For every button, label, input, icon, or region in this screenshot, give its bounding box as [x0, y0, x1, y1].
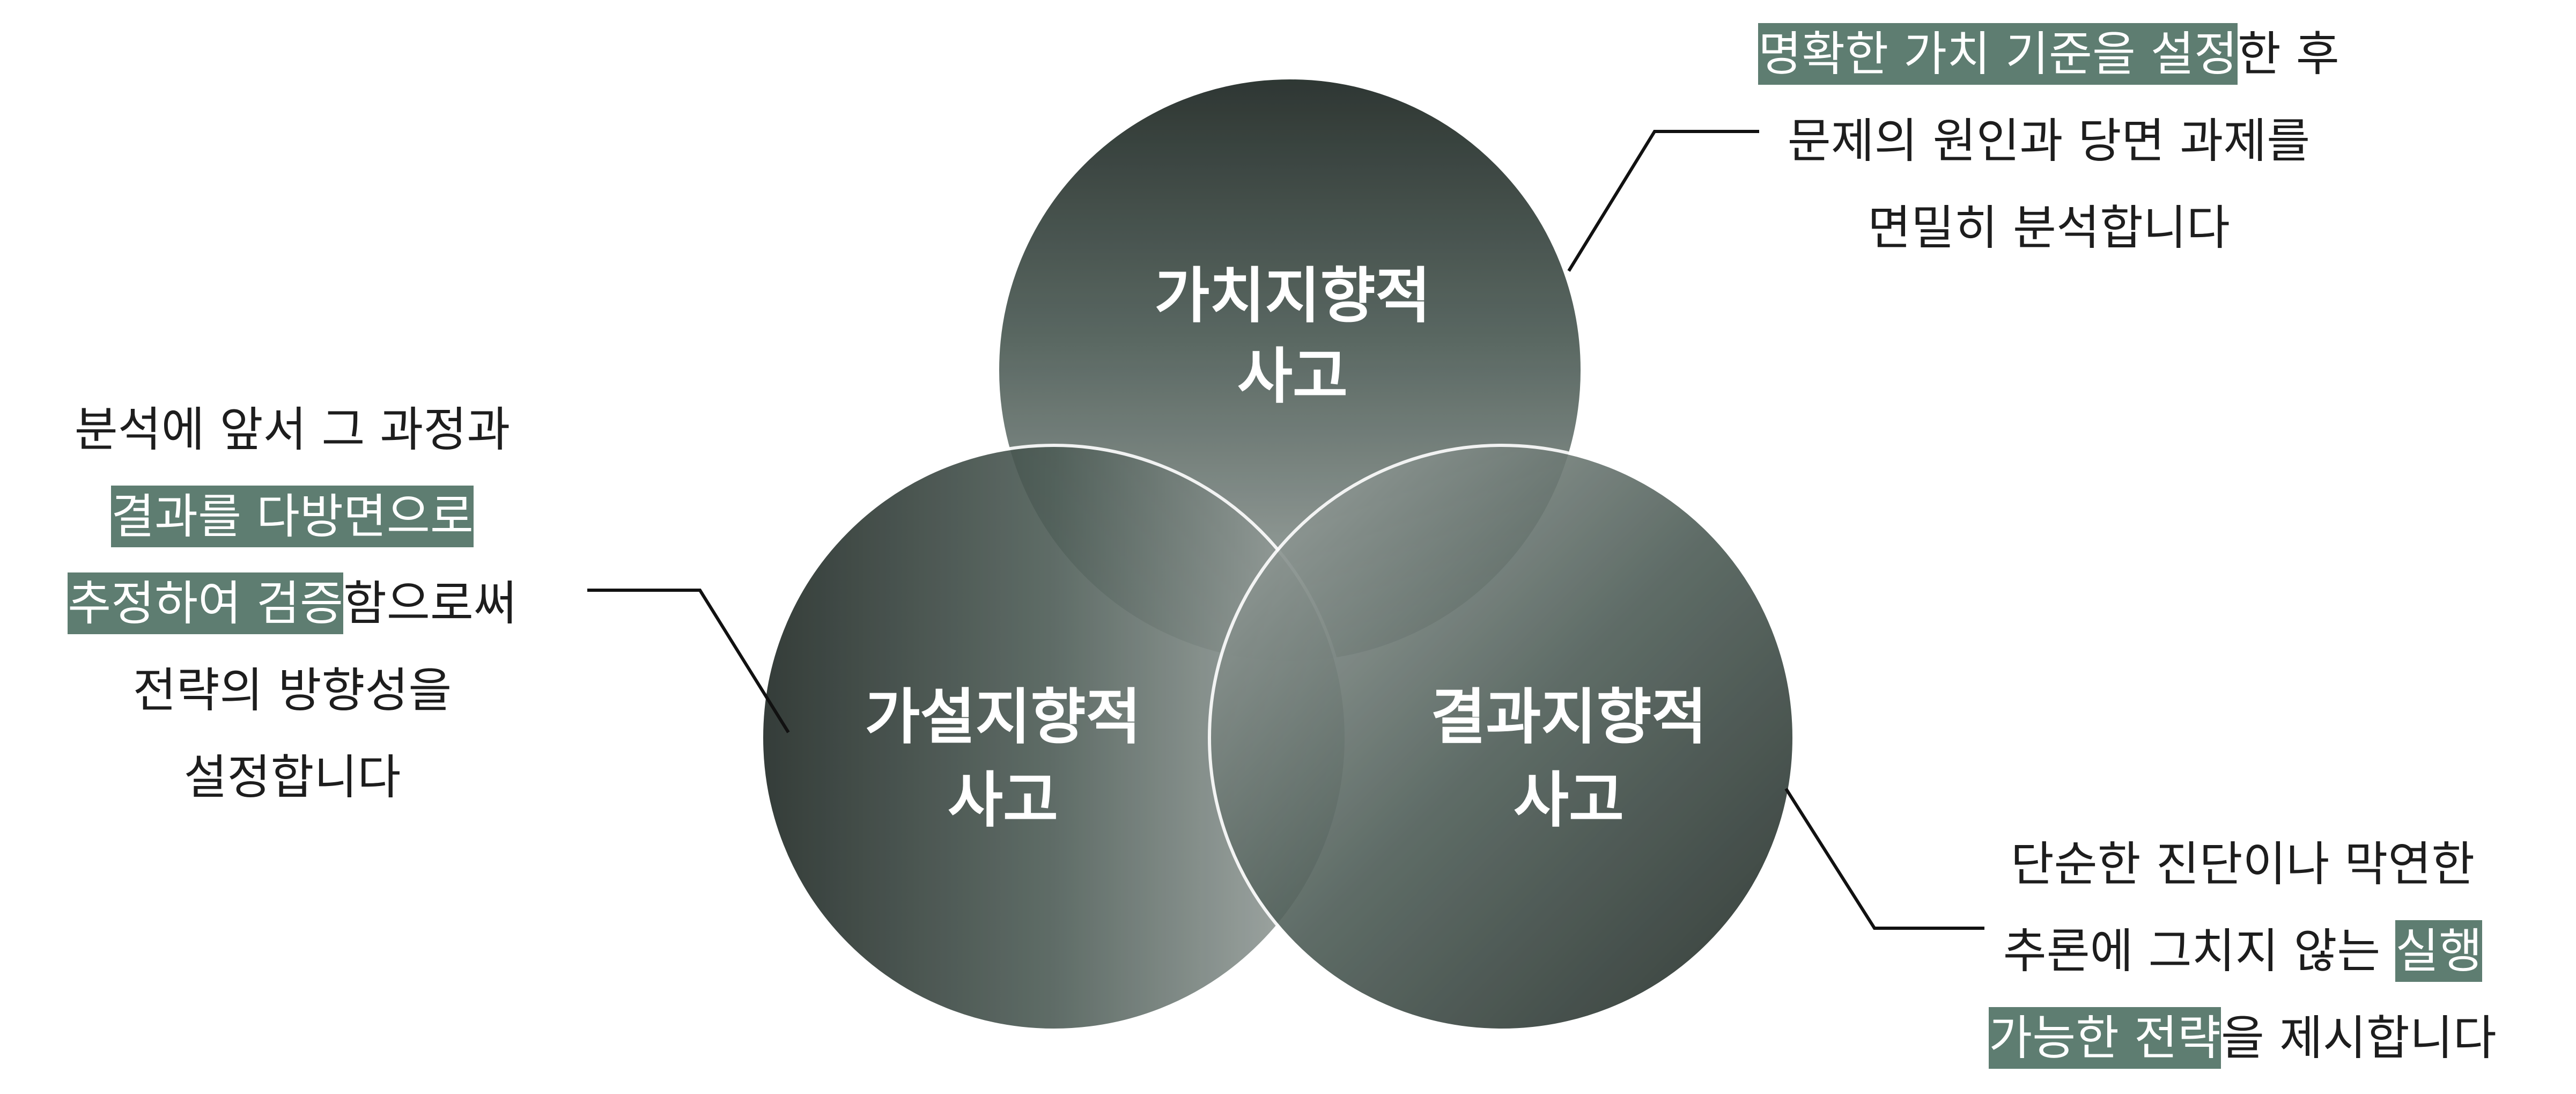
leader-line-bottom-right	[1784, 788, 1984, 930]
text: 추론에 그치지 않는	[2003, 923, 2396, 979]
note-result-oriented-line-2: 추론에 그치지 않는 실행	[1909, 908, 2576, 995]
text: 을 제시합니다	[2221, 1010, 2497, 1066]
circle-value-oriented-label-2: 사고	[1237, 342, 1348, 412]
note-value-oriented-line-3: 면밀히 분석합니다	[1868, 200, 2230, 255]
highlight: 가능한 전략	[1989, 1007, 2221, 1069]
highlight: 명확한 가치 기준을 설정	[1758, 23, 2238, 85]
note-hypothesis-oriented-line-5: 설정합니다	[183, 750, 401, 805]
note-hypothesis-oriented-line-4: 전략의 방향성을	[132, 663, 452, 718]
circle-hypothesis-oriented-label-2: 사고	[948, 766, 1058, 835]
note-value-oriented-line-2: 문제의 원인과 당면 과제를	[1787, 113, 2311, 168]
circle-hypothesis-oriented-label-1: 가설지향적	[865, 682, 1141, 752]
leader-line-left	[587, 589, 790, 733]
text: 함으로써	[343, 576, 517, 631]
note-result-oriented: 단순한 진단이나 막연한 추론에 그치지 않는 실행 가능한 전략을 제시합니다	[1909, 821, 2576, 1082]
text: 한 후	[2237, 26, 2339, 82]
circle-result-oriented	[1208, 444, 1796, 1032]
note-hypothesis-oriented-line-3: 추정하여 검증함으로써	[0, 560, 585, 647]
note-hypothesis-oriented-line-1: 분석에 앞서 그 과정과	[74, 402, 511, 457]
circle-result-oriented-label-1: 결과지향적	[1430, 682, 1707, 752]
circle-result-oriented-label-2: 사고	[1514, 766, 1624, 835]
note-value-oriented-line-1: 명확한 가치 기준을 설정한 후	[1673, 11, 2424, 98]
note-hypothesis-oriented-line-2: 결과를 다방면으로	[0, 473, 585, 560]
note-result-oriented-line-1: 단순한 진단이나 막연한	[2010, 836, 2475, 892]
highlight: 결과를 다방면으로	[111, 486, 474, 547]
highlight: 추정하여 검증	[68, 572, 343, 634]
note-value-oriented: 명확한 가치 기준을 설정한 후 문제의 원인과 당면 과제를 면밀히 분석합니…	[1673, 11, 2424, 271]
leader-line-top-right	[1567, 130, 1759, 272]
note-result-oriented-line-3: 가능한 전략을 제시합니다	[1909, 995, 2576, 1082]
note-hypothesis-oriented: 분석에 앞서 그 과정과 결과를 다방면으로 추정하여 검증함으로써 전략의 방…	[0, 386, 585, 821]
circle-value-oriented-label-1: 가치지향적	[1154, 261, 1430, 331]
highlight: 실행	[2395, 920, 2483, 982]
